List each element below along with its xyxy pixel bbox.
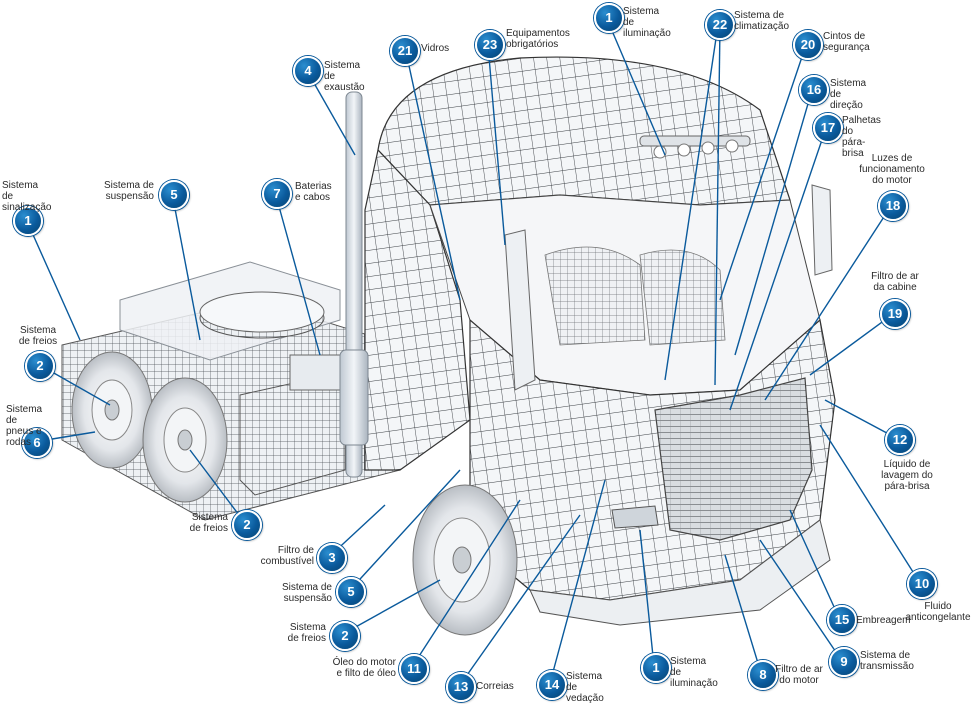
- callout-badge: 7: [262, 179, 292, 209]
- callout-label: Sistema de exaustão: [324, 60, 365, 93]
- callout-badge: 19: [880, 299, 910, 329]
- callout-badge: 16: [799, 75, 829, 105]
- callout-badge: 22: [705, 10, 735, 40]
- callout-label: Correias: [476, 681, 514, 692]
- callout-badge: 11: [399, 654, 429, 684]
- callout-badge: 2: [232, 510, 262, 540]
- callout-label: Equipamentos obrigatórios: [506, 28, 570, 50]
- callout-badge: 23: [475, 30, 505, 60]
- callout-label: Embreagem: [856, 615, 910, 626]
- callout-label: Sistema de pneus e rodas: [6, 404, 42, 448]
- callout-label: Sistema de transmissão: [860, 650, 914, 672]
- callout-badge: 17: [813, 113, 843, 143]
- callout-label: Sistema de suspensão: [262, 582, 332, 604]
- callout-label: Sistema de direção: [830, 78, 866, 111]
- callout-badge: 5: [336, 577, 366, 607]
- callout-label: Fluido anticongelante: [900, 601, 976, 623]
- exhaust-stack: [340, 92, 368, 477]
- callout-label: Sistema de freios: [8, 325, 68, 347]
- callout-badge: 2: [330, 621, 360, 651]
- callout-badge: 5: [159, 180, 189, 210]
- callout-label: Sistema de freios: [166, 512, 228, 534]
- callout-label: Líquido de lavagem do pára-brisa: [866, 459, 948, 492]
- callout-label: Sistema de freios: [262, 622, 326, 644]
- front-wheel: [413, 485, 517, 635]
- callout-badge: 20: [793, 30, 823, 60]
- callout-badge: 4: [293, 56, 323, 86]
- callout-label: Baterias e cabos: [295, 181, 332, 203]
- callout-badge: 15: [827, 605, 857, 635]
- callout-label: Sistema de iluminação: [623, 6, 671, 39]
- callout-badge: 12: [885, 425, 915, 455]
- callout-label: Óleo do motor e filto de óleo: [316, 657, 396, 679]
- callout-label: Cintos de segurança: [823, 31, 870, 53]
- callout-label: Sistema de suspensão: [92, 180, 154, 202]
- callout-label: Sistema de sinalização: [2, 180, 51, 213]
- callout-label: Filtro de ar do motor: [768, 664, 830, 686]
- callout-badge: 18: [878, 191, 908, 221]
- callout-label: Sistema de vedação: [566, 671, 604, 704]
- callout-label: Vidros: [421, 43, 449, 54]
- callout-label: Filtro de combustível: [246, 545, 314, 567]
- callout-badge: 1: [641, 653, 671, 683]
- callout-badge: 9: [829, 647, 859, 677]
- callout-label: Luzes de funcionamento do motor: [852, 153, 932, 186]
- callout-badge: 3: [317, 543, 347, 573]
- callout-badge: 2: [25, 351, 55, 381]
- callout-badge: 13: [446, 672, 476, 702]
- callout-badge: 1: [594, 3, 624, 33]
- callout-label: Sistema de climatização: [734, 10, 789, 32]
- callout-label: Sistema de iluminação: [670, 656, 718, 689]
- callout-label: Filtro de ar da cabine: [858, 271, 932, 293]
- callout-badge: 10: [907, 569, 937, 599]
- callout-badge: 21: [390, 36, 420, 66]
